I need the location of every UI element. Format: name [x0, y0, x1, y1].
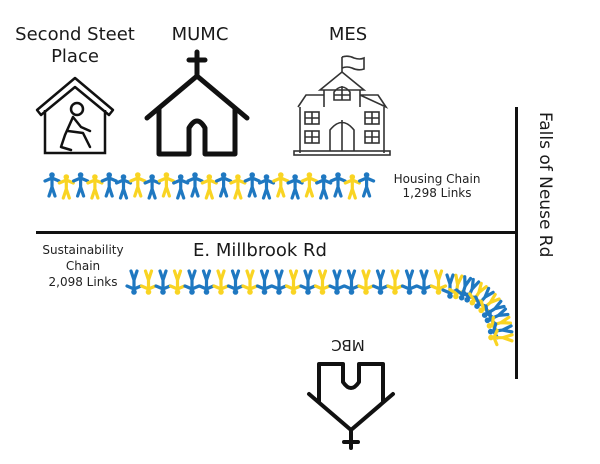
chain-figure [315, 174, 333, 200]
sustainability-chain-label: Sustainability Chain 2,098 Links [28, 242, 138, 291]
chain-figure [329, 172, 347, 198]
second-street-label-line2: Place [51, 45, 99, 67]
chain-figure [286, 174, 304, 200]
chain-figure [415, 269, 433, 295]
chain-figure [197, 269, 216, 295]
chain-figure [139, 269, 158, 295]
e-millbrook-road-line [36, 231, 517, 234]
chain-figure [328, 269, 346, 295]
church-icon [144, 49, 250, 157]
chain-figure [300, 172, 318, 198]
housing-chain-count: 1,298 Links [402, 186, 472, 201]
chain-figure [186, 172, 204, 198]
chain-figure [212, 269, 230, 295]
chain-figure [57, 174, 75, 200]
chain-figure [114, 174, 133, 200]
mumc-label: MUMC [171, 24, 229, 45]
chain-figure [129, 172, 147, 198]
chain-figure [257, 174, 276, 200]
chain-figure [215, 172, 233, 198]
chain-figure [272, 172, 290, 198]
chain-figure [100, 172, 118, 198]
chain-figure [229, 174, 247, 200]
chain-figure [357, 269, 375, 295]
chain-figure [172, 174, 190, 200]
chain-figure [226, 269, 245, 295]
chain-figure [154, 269, 172, 295]
mbc-label: MBC [331, 336, 365, 354]
chain-figure [183, 269, 201, 295]
housing-chain [43, 172, 376, 200]
chain-figure [400, 269, 419, 295]
chain-figure [488, 329, 514, 347]
chain-figure [43, 172, 61, 198]
chain-figure [200, 174, 218, 200]
chain-figure [143, 174, 161, 200]
chain-figure [284, 269, 303, 295]
housing-chain-label: Housing Chain 1,298 Links [382, 172, 492, 201]
chain-figure [86, 174, 104, 200]
chain-figure [270, 269, 288, 295]
chain-figure [343, 174, 361, 200]
sustainability-chain-title-1: Sustainability [42, 243, 124, 257]
second-street-label: Second Steet Place [5, 24, 145, 67]
chain-figure [71, 172, 90, 198]
chain-figure [358, 172, 376, 198]
chain-figure [125, 269, 143, 295]
church-icon [307, 362, 395, 450]
chain-figure [243, 172, 261, 198]
chain-figure [371, 269, 390, 295]
second-street-label-line1: Second Steet [15, 24, 135, 45]
chain-figure [342, 269, 361, 295]
chain-figure [241, 269, 259, 295]
housing-chain-title: Housing Chain [393, 172, 481, 186]
mes-label: MES [328, 24, 368, 45]
school-icon [293, 55, 391, 156]
chain-figure [168, 269, 187, 295]
chain-figure [429, 269, 448, 295]
e-millbrook-label: E. Millbrook Rd [193, 240, 327, 261]
chain-figure [157, 172, 176, 198]
sustainability-chain-count: 2,098 Links [48, 275, 118, 290]
sustainability-chain-title-2: Chain [65, 259, 101, 274]
chain-figure [313, 269, 332, 295]
chain-figure [299, 269, 317, 295]
house-person-icon [35, 76, 115, 155]
chain-figure [255, 269, 274, 295]
falls-of-neuse-road-line [515, 107, 518, 379]
chain-figure [386, 269, 404, 295]
